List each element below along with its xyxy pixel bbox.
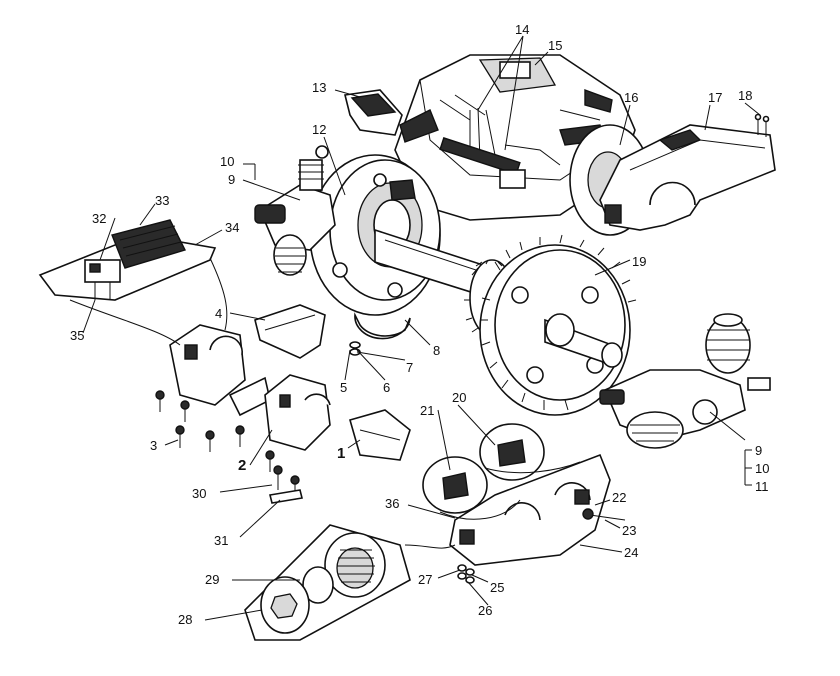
callout-7: 7 — [406, 360, 413, 375]
callout-6: 6 — [383, 380, 390, 395]
callout-33: 33 — [155, 193, 169, 208]
plug-inset — [244, 524, 411, 641]
callout-19: 19 — [632, 254, 646, 269]
callout-27: 27 — [418, 572, 432, 587]
callout-17: 17 — [708, 90, 722, 105]
callout-32: 32 — [92, 211, 106, 226]
callout-36: 36 — [385, 496, 399, 511]
liner-8 — [354, 312, 411, 340]
washers-25-27 — [457, 564, 475, 584]
axle-box-2 — [264, 374, 331, 451]
callout-15: 15 — [548, 38, 562, 53]
callout-35: 35 — [70, 328, 84, 343]
callout-8: 8 — [433, 343, 440, 358]
callout-18: 18 — [738, 88, 752, 103]
callout-12: 12 — [312, 122, 326, 137]
callout-34: 34 — [225, 220, 239, 235]
axle-box-housing — [169, 324, 271, 417]
bolts-30-31 — [269, 465, 303, 504]
callout-10-left: 10 — [220, 154, 234, 169]
end-cover — [569, 113, 776, 236]
callout-20: 20 — [452, 390, 466, 405]
callout-24: 24 — [624, 545, 638, 560]
callout-5: 5 — [340, 380, 347, 395]
callout-21: 21 — [420, 403, 434, 418]
callout-22: 22 — [612, 490, 626, 505]
brush-panel-inset — [38, 219, 217, 301]
right-suspension — [599, 313, 771, 449]
callout-9-left: 9 — [228, 172, 235, 187]
leader-lines — [82, 35, 761, 621]
bolts-3 — [155, 390, 275, 472]
mounting-bracket — [344, 89, 403, 136]
callout-25: 25 — [490, 580, 504, 595]
half-liner-1 — [349, 409, 411, 461]
callout-14: 14 — [515, 22, 529, 37]
half-bearing-4 — [254, 304, 326, 359]
callout-13: 13 — [312, 80, 326, 95]
callout-29: 29 — [205, 572, 219, 587]
left-suspension — [254, 145, 336, 276]
inset-liner-20 — [479, 423, 545, 481]
callout-30: 30 — [192, 486, 206, 501]
callout-23: 23 — [622, 523, 636, 538]
callout-31: 31 — [214, 533, 228, 548]
callout-4: 4 — [215, 306, 222, 321]
callout-3: 3 — [150, 438, 157, 453]
callout-28: 28 — [178, 612, 192, 627]
motor-housing — [394, 54, 636, 221]
callout-10-right: 10 — [755, 461, 769, 476]
callout-1: 1 — [337, 445, 345, 462]
right-gear-wheel — [479, 234, 637, 416]
callout-9-right: 9 — [755, 443, 762, 458]
callout-11: 11 — [755, 479, 769, 494]
callout-labels: 1 2 3 4 5 6 7 8 9 10 9 10 11 12 13 14 15… — [70, 22, 769, 627]
callout-26: 26 — [478, 603, 492, 618]
inset-liner-21 — [422, 456, 488, 514]
small-spring-washer — [349, 341, 361, 356]
callout-16: 16 — [624, 90, 638, 105]
callout-2: 2 — [238, 457, 246, 474]
brush-holder-assembly — [439, 107, 561, 189]
